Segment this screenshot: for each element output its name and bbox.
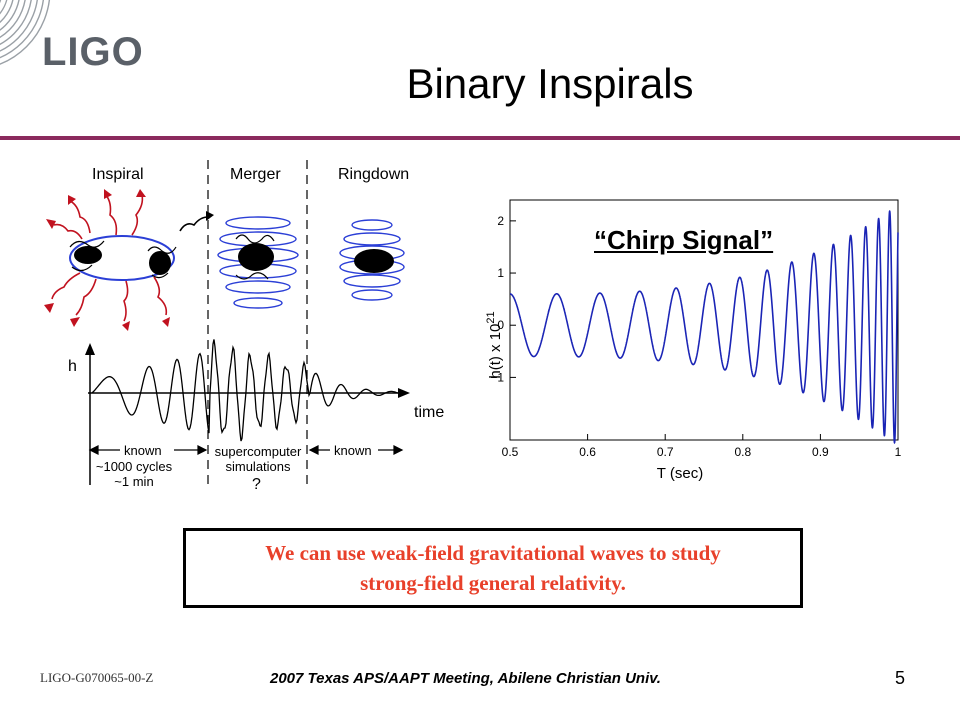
merger-icon <box>217 216 299 309</box>
radiation-arrows-icon <box>51 194 168 322</box>
waveform <box>91 339 401 442</box>
chirp-signal-label: “Chirp Signal” <box>594 225 774 255</box>
ligo-logo: LIGO <box>42 30 144 74</box>
x-tick-label: 0.6 <box>579 445 596 459</box>
chirp-series <box>509 210 899 445</box>
conclusion-text: We can use weak-field gravitational wave… <box>186 531 800 605</box>
simulations-label: simulations <box>225 459 291 474</box>
page-number: 5 <box>895 668 906 688</box>
y-tick-label: 2 <box>497 214 504 228</box>
inspiral-orbit-icon <box>69 235 177 281</box>
x-tick-label: 0.9 <box>812 445 829 459</box>
ringdown-icon <box>339 219 405 301</box>
known-left-label: known <box>124 443 162 458</box>
y-tick-label: −1 <box>490 370 504 384</box>
meeting-name: 2007 Texas APS/AAPT Meeting, Abilene Chr… <box>270 670 661 687</box>
x-tick-label: 0.5 <box>502 445 519 459</box>
y-axis-label: h(t) x 1021 <box>485 311 504 378</box>
x-tick-label: 0.8 <box>734 445 751 459</box>
conclusion-line-2: strong-field general relativity. <box>360 571 626 595</box>
minute-label: ~1 min <box>114 474 153 489</box>
conclusion-box: We can use weak-field gravitational wave… <box>183 528 803 608</box>
question-mark: ? <box>252 476 261 493</box>
phase-ringdown: Ringdown <box>338 166 409 183</box>
y-tick-label: 0 <box>497 318 504 332</box>
x-axis-label: T (sec) <box>657 465 703 482</box>
known-right-label: known <box>334 443 372 458</box>
supercomputer-label: supercomputer <box>215 444 302 459</box>
document-id: LIGO-G070065-00-Z <box>40 670 154 685</box>
x-tick-label: 0.7 <box>657 445 674 459</box>
inspiral-diagram: Inspiral Merger Ringdown <box>44 160 444 493</box>
cycles-label: ~1000 cycles <box>96 459 173 474</box>
y-tick-label: 1 <box>497 266 504 280</box>
phase-merger: Merger <box>230 166 281 183</box>
h-axis-label: h <box>68 358 77 375</box>
title-divider <box>0 136 960 140</box>
phase-inspiral: Inspiral <box>92 166 144 183</box>
x-tick-label: 1 <box>895 445 902 459</box>
chirp-chart: 0.5 0.6 0.7 0.8 0.9 1 2 1 0 −1 T (sec) h(t) x 10… <box>485 199 902 482</box>
page-title: Binary Inspirals <box>406 60 694 107</box>
arrowheads-icon <box>44 189 170 331</box>
conclusion-line-1: We can use weak-field gravitational wave… <box>265 541 721 565</box>
time-axis-label: time <box>414 404 444 421</box>
